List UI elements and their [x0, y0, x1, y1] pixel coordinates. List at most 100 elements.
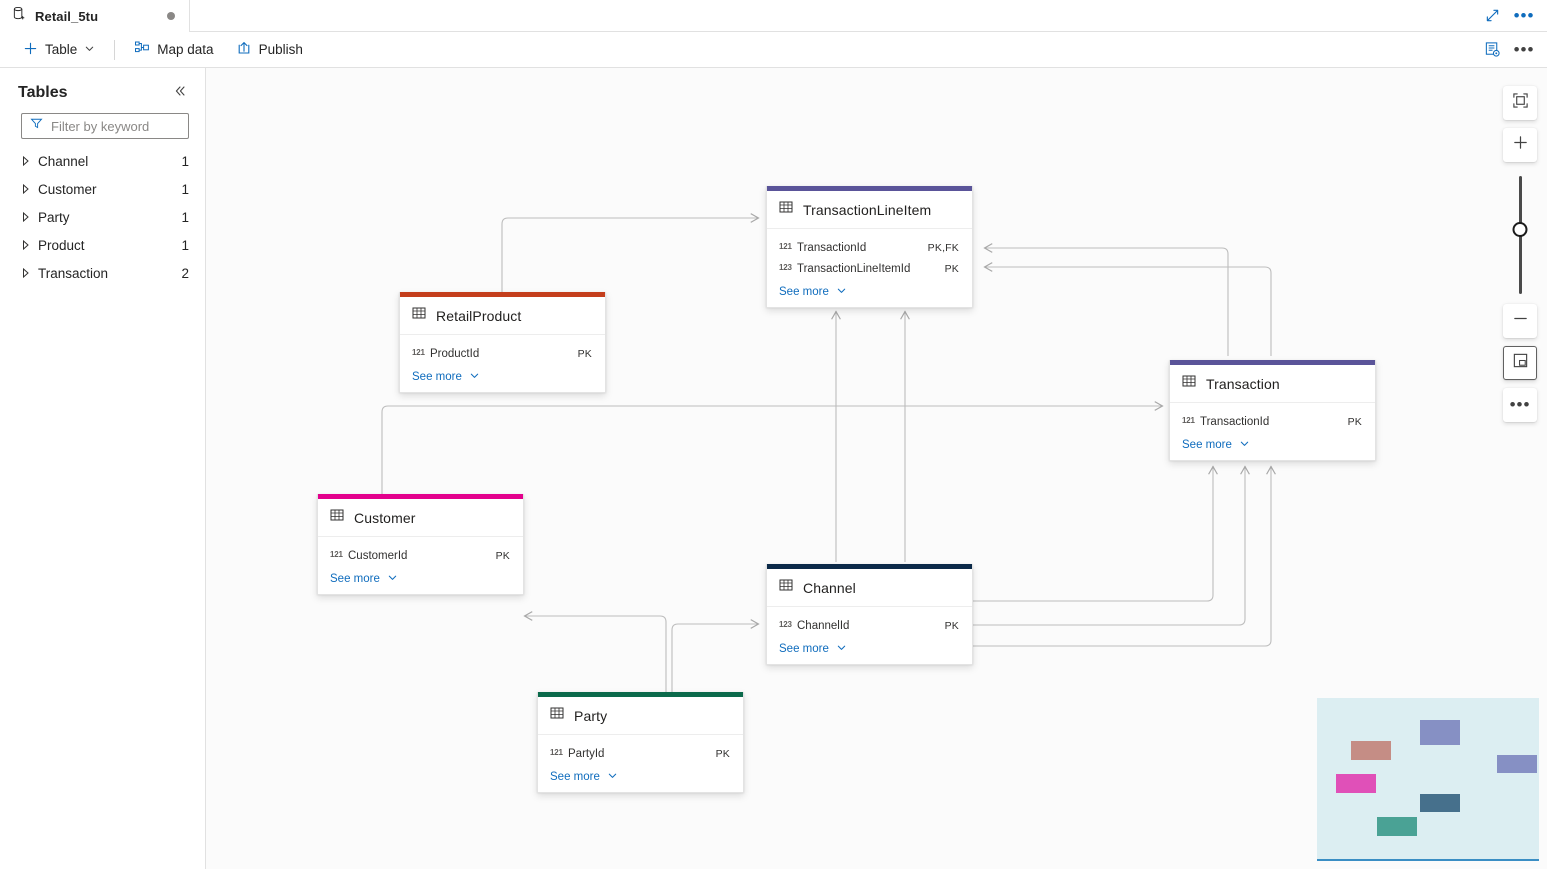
see-more-button[interactable]: See more — [318, 566, 523, 588]
edge-transaction-transactionlineitem-2 — [983, 262, 1272, 356]
table-card-retailproduct[interactable]: RetailProduct 121 ProductId PK See more — [399, 292, 606, 393]
erd-canvas[interactable]: TransactionLineItem 121 TransactionId PK… — [206, 68, 1547, 869]
field-row[interactable]: 121 TransactionId PK,FK — [767, 237, 972, 258]
field-key-badge: PK,FK — [927, 241, 959, 254]
table-card-color-bar — [1170, 360, 1375, 365]
sidebar-item-product[interactable]: Product 1 — [0, 231, 205, 259]
minus-icon — [1512, 310, 1529, 332]
tab-more-ellipsis-icon[interactable]: ••• — [1513, 5, 1535, 25]
table-name: Party — [574, 707, 608, 724]
sidebar-item-count: 1 — [181, 153, 189, 169]
minimap-node-transactionlineitem — [1420, 720, 1460, 745]
ellipsis-icon: ••• — [1509, 395, 1531, 414]
minimap-node-retailproduct — [1351, 741, 1391, 760]
filter-input-wrapper[interactable] — [21, 113, 189, 139]
minimap[interactable] — [1317, 698, 1539, 861]
table-card-transactionlineitem[interactable]: TransactionLineItem 121 TransactionId PK… — [766, 186, 973, 308]
edge-channel-transaction-3 — [973, 465, 1276, 647]
see-more-label: See more — [1182, 439, 1232, 451]
field-row[interactable]: 121 TransactionId PK — [1170, 411, 1375, 432]
triangle-right-icon[interactable] — [18, 156, 34, 166]
field-row[interactable]: 121 CustomerId PK — [318, 545, 523, 566]
field-name: ProductId — [430, 347, 480, 360]
minimap-toggle-button[interactable] — [1503, 346, 1537, 380]
command-bar-more-ellipsis-icon[interactable]: ••• — [1513, 39, 1535, 59]
triangle-right-icon[interactable] — [18, 184, 34, 194]
see-more-button[interactable]: See more — [1170, 432, 1375, 454]
chevron-down-icon — [1239, 438, 1250, 452]
chevron-down-icon — [836, 285, 847, 299]
minimap-node-channel — [1420, 794, 1460, 812]
field-row[interactable]: 123 ChannelId PK — [767, 615, 972, 636]
table-card-channel[interactable]: Channel 123 ChannelId PK See more — [766, 564, 973, 665]
expand-diagonal-icon[interactable] — [1477, 3, 1507, 29]
unsaved-indicator-dot — [167, 12, 175, 20]
field-row[interactable]: 121 ProductId PK — [400, 343, 605, 364]
field-row[interactable]: 123 TransactionLineItemId PK — [767, 258, 972, 279]
table-name: Channel — [803, 579, 856, 596]
triangle-right-icon[interactable] — [18, 240, 34, 250]
publish-label: Publish — [258, 42, 303, 57]
fit-to-screen-button[interactable] — [1503, 86, 1537, 120]
command-bar-actions: ••• — [1477, 37, 1547, 63]
table-card-party[interactable]: Party 121 PartyId PK See more — [537, 692, 744, 793]
table-card-fields: 121 TransactionId PK,FK 123 TransactionL… — [767, 229, 972, 307]
chevron-double-left-icon[interactable] — [169, 82, 191, 103]
zoom-out-button[interactable] — [1503, 304, 1537, 338]
table-name: Customer — [354, 509, 416, 526]
sidebar-item-party[interactable]: Party 1 — [0, 203, 205, 231]
see-more-button[interactable]: See more — [767, 636, 972, 658]
table-card-header: Transaction — [1170, 365, 1375, 403]
table-name: TransactionLineItem — [803, 201, 932, 218]
see-more-button[interactable]: See more — [400, 364, 605, 386]
canvas-more-button[interactable]: ••• — [1503, 388, 1537, 422]
field-type-icon: 121 — [779, 242, 792, 251]
see-more-label: See more — [779, 286, 829, 298]
sidebar-item-customer[interactable]: Customer 1 — [0, 175, 205, 203]
tab-retail[interactable]: Retail_5tu — [0, 0, 190, 32]
zoom-in-button[interactable] — [1503, 128, 1537, 162]
tables-panel: Tables Channel 1 — [0, 68, 206, 869]
edge-transaction-transactionlineitem-1 — [983, 243, 1229, 356]
search-input[interactable] — [51, 118, 180, 134]
field-key-badge: PK — [944, 262, 959, 275]
sidebar-item-transaction[interactable]: Transaction 2 — [0, 259, 205, 287]
triangle-right-icon[interactable] — [18, 212, 34, 222]
tab-strip: Retail_5tu ••• — [0, 0, 1547, 32]
sidebar-item-channel[interactable]: Channel 1 — [0, 147, 205, 175]
zoom-slider[interactable] — [1503, 170, 1537, 300]
edge-party-customer — [523, 611, 667, 697]
field-type-icon: 121 — [412, 348, 425, 357]
zoom-slider-thumb[interactable] — [1512, 222, 1528, 237]
edge-channel-transaction-1 — [973, 465, 1218, 602]
see-more-button[interactable]: See more — [538, 764, 743, 786]
table-grid-icon — [779, 200, 793, 219]
table-card-customer[interactable]: Customer 121 CustomerId PK See more — [317, 494, 524, 595]
edge-channel-transaction-2 — [973, 465, 1250, 626]
publish-button[interactable]: Publish — [227, 36, 312, 64]
see-more-label: See more — [779, 643, 829, 655]
toolbar-divider — [114, 39, 116, 60]
field-name: TransactionId — [797, 241, 867, 254]
database-add-icon — [12, 6, 27, 26]
table-card-color-bar — [318, 494, 523, 499]
table-card-fields: 123 ChannelId PK See more — [767, 607, 972, 664]
table-card-fields: 121 ProductId PK See more — [400, 335, 605, 392]
triangle-right-icon[interactable] — [18, 268, 34, 278]
add-table-button[interactable]: Table — [14, 36, 104, 64]
edge-retailproduct-transactionlineitem — [501, 213, 760, 297]
see-more-button[interactable]: See more — [767, 279, 972, 301]
field-key-badge: PK — [1347, 415, 1362, 428]
field-row[interactable]: 121 PartyId PK — [538, 743, 743, 764]
table-card-transaction[interactable]: Transaction 121 TransactionId PK See mor… — [1169, 360, 1376, 461]
sidebar-item-label: Party — [38, 209, 70, 225]
list-settings-icon[interactable] — [1477, 37, 1507, 63]
field-key-badge: PK — [715, 747, 730, 760]
table-card-fields: 121 TransactionId PK See more — [1170, 403, 1375, 460]
map-data-label: Map data — [157, 42, 214, 57]
map-data-button[interactable]: Map data — [125, 36, 222, 64]
field-key-badge: PK — [944, 619, 959, 632]
table-card-header: Party — [538, 697, 743, 735]
table-card-fields: 121 PartyId PK See more — [538, 735, 743, 792]
field-name: PartyId — [568, 747, 605, 760]
